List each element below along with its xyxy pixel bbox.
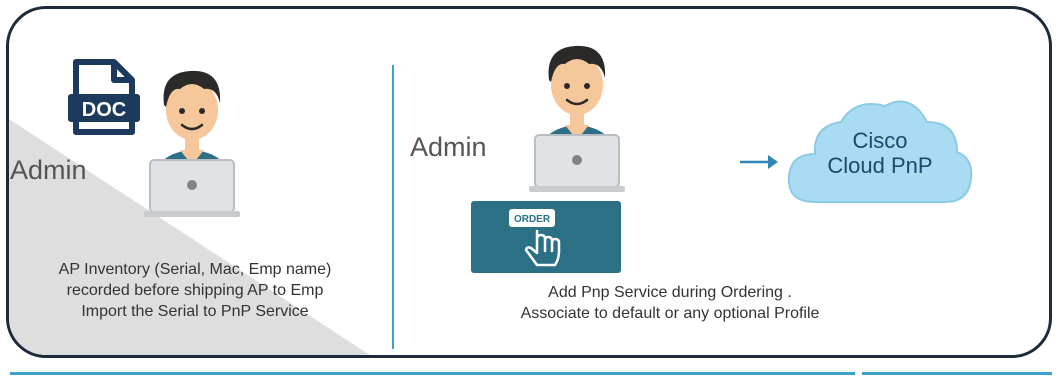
left-caption-line: AP Inventory (Serial, Mac, Emp name) [58,261,332,278]
right-caption-line: Associate to default or any optional Pro… [520,305,820,322]
right-caption-line: Add Pnp Service during Ordering . [548,284,792,301]
laptop-icon [144,159,240,217]
order-button-label: ORDER [514,214,551,225]
left-caption-line: recorded before shipping AP to Emp [66,282,324,299]
cloud-label: Cisco Cloud PnP [800,128,960,178]
right-caption: Add Pnp Service during Ordering . Associ… [450,282,890,324]
order-icon: ORDER [509,209,561,267]
arrow-right-icon [740,155,778,169]
person-icon [144,70,240,217]
right-admin-label: Admin [410,132,487,162]
person-icon [529,45,625,192]
order-tile: ORDER [471,201,621,273]
doc-icon-label: DOC [82,99,126,121]
left-shade-decoration [9,119,370,355]
left-caption: AP Inventory (Serial, Mac, Emp name) rec… [20,259,370,322]
panel-divider [392,65,394,349]
cloud-label-line: Cisco [852,128,908,153]
doc-icon: DOC [68,59,140,135]
laptop-icon [529,134,625,192]
left-admin-label: Admin [10,155,87,185]
bottom-bracket-left [10,372,855,375]
cloud-label-line: Cloud PnP [827,153,933,178]
bottom-bracket-right [862,372,1052,375]
cloud-icon [787,100,973,203]
left-caption-line: Import the Serial to PnP Service [81,303,309,320]
hand-pointer-icon [524,229,561,267]
